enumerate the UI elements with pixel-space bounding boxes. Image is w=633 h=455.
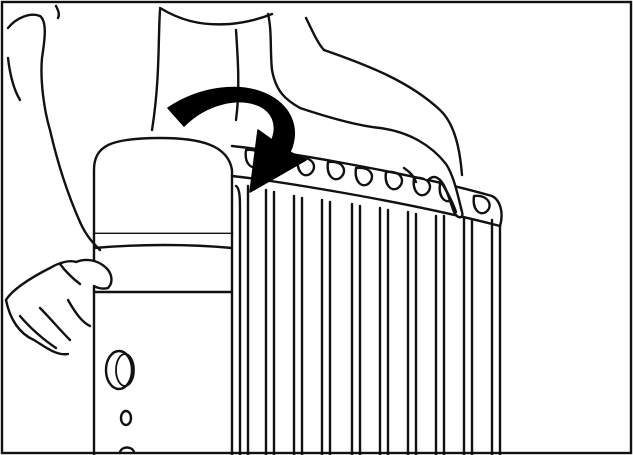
lower-indicator: [120, 448, 134, 453]
indicator-light: [121, 411, 131, 425]
left-arm-upper: [8, 6, 80, 222]
radiator-body: [236, 186, 500, 455]
control-knob-icon: [106, 351, 134, 389]
control-column: [94, 138, 232, 455]
